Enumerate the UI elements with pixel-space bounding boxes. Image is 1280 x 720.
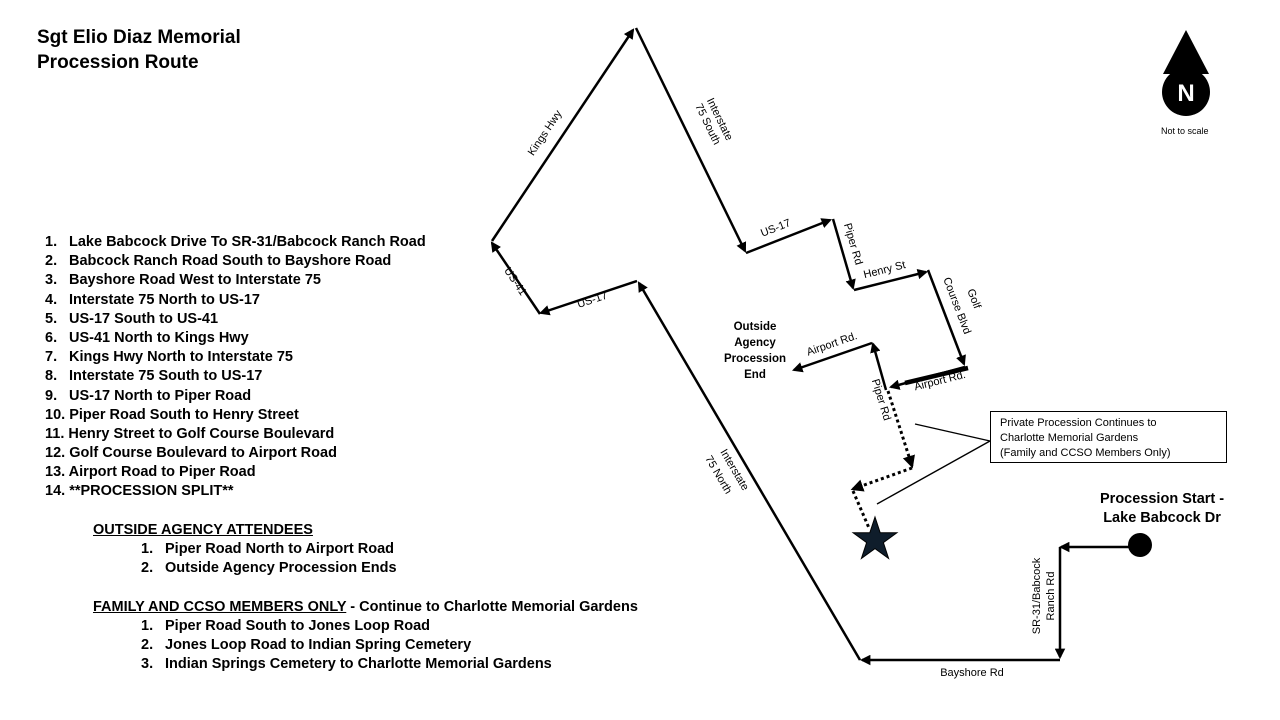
label-us41: US-41 [501, 265, 528, 298]
route-step: 3.Bayshore Road West to Interstate 75 [45, 272, 321, 289]
route-step: 6.US-41 North to Kings Hwy [45, 329, 249, 346]
route-step: 13. Airport Road to Piper Road [45, 464, 256, 481]
route-step: 7.Kings Hwy North to Interstate 75 [45, 349, 293, 366]
private-procession-callout: Private Procession Continues to Charlott… [990, 411, 1227, 463]
outside-agency-end-label: Outside Agency Procession End [724, 321, 786, 381]
compass-letter: N [1177, 80, 1194, 107]
family-list: 1.Piper Road South to Jones Loop Road 2.… [141, 617, 552, 675]
list-item: 2.Outside Agency Procession Ends [141, 560, 397, 577]
route-step: 4.Interstate 75 North to US-17 [45, 291, 260, 308]
list-item: 1.Piper Road South to Jones Loop Road [141, 618, 431, 634]
private-route-piper-south [886, 390, 915, 469]
route-step: 5.US-17 South to US-41 [45, 310, 219, 327]
title-line-1: Sgt Elio Diaz Memorial [37, 27, 241, 48]
label-airport-rd-left: Airport Rd. [805, 330, 859, 358]
family-heading: FAMILY AND CCSO MEMBERS ONLY - Continue … [93, 599, 638, 615]
private-route-jones-loop [850, 466, 913, 492]
label-golf-1: Golf [964, 287, 983, 311]
label-kings-hwy: Kings Hwy [526, 108, 565, 158]
route-segment-us17-south [539, 279, 638, 316]
route-segment-piper-north [870, 341, 888, 391]
label-golf-2: Course Blvd [940, 276, 973, 336]
route-step: 11. Henry Street to Golf Course Boulevar… [45, 425, 335, 442]
route-step: 8.Interstate 75 South to US-17 [45, 368, 263, 385]
route-step: 2.Babcock Ranch Road South to Bayshore R… [45, 253, 392, 270]
route-step: 1.Lake Babcock Drive To SR-31/Babcock Ra… [45, 234, 426, 250]
route-segment-piper-south [831, 218, 856, 291]
route-segment-golf-course [926, 269, 966, 366]
label-sr31-1: SR-31/Babcock [1031, 557, 1043, 634]
route-segment-airport-west [792, 341, 873, 373]
route-step: 14. **PROCESSION SPLIT** [45, 483, 234, 500]
callout-leader-bottom [876, 440, 991, 505]
list-item: 2.Jones Loop Road to Indian Spring Cemet… [141, 637, 472, 654]
outside-agency-list: 1.Piper Road North to Airport Road 2.Out… [141, 540, 397, 578]
label-bayshore: Bayshore Rd [940, 667, 1004, 679]
list-item: 3.Indian Springs Cemetery to Charlotte M… [141, 656, 552, 673]
outside-agency-heading: OUTSIDE AGENCY ATTENDEES [93, 522, 313, 538]
page-title: Sgt Elio Diaz Memorial Procession Route [37, 25, 241, 75]
route-segment-kings-hwy [490, 28, 635, 242]
private-route-cemetery [851, 490, 871, 529]
procession-start-marker [1128, 533, 1152, 557]
list-item: 1.Piper Road North to Airport Road [141, 541, 395, 557]
route-step: 10. Piper Road South to Henry Street [45, 406, 299, 423]
callout-leader-top [914, 423, 991, 442]
route-step: 12. Golf Course Boulevard to Airport Roa… [45, 445, 337, 462]
route-segment-henry-st [853, 268, 929, 292]
north-compass-icon: N [1162, 30, 1210, 116]
title-line-2: Procession Route [37, 52, 199, 73]
scale-note: Not to scale [1161, 126, 1209, 136]
route-steps-list: 1.Lake Babcock Drive To SR-31/Babcock Ra… [45, 233, 426, 502]
route-segment-i75-north [637, 281, 862, 661]
procession-start-label: Procession Start - Lake Babcock Dr [1100, 491, 1225, 526]
airport-rd-highlight [904, 365, 969, 386]
label-sr31-2: Ranch Rd [1045, 572, 1057, 621]
route-segment-us17-north [745, 218, 832, 255]
route-segment-i75-south [634, 27, 747, 253]
route-step: 9.US-17 North to Piper Road [45, 387, 252, 404]
memorial-gardens-star [851, 515, 899, 560]
label-us17-left: US-17 [576, 290, 609, 311]
route-segment-us41-north [490, 241, 542, 315]
label-piper-rd-mid: Piper Rd [869, 378, 893, 422]
